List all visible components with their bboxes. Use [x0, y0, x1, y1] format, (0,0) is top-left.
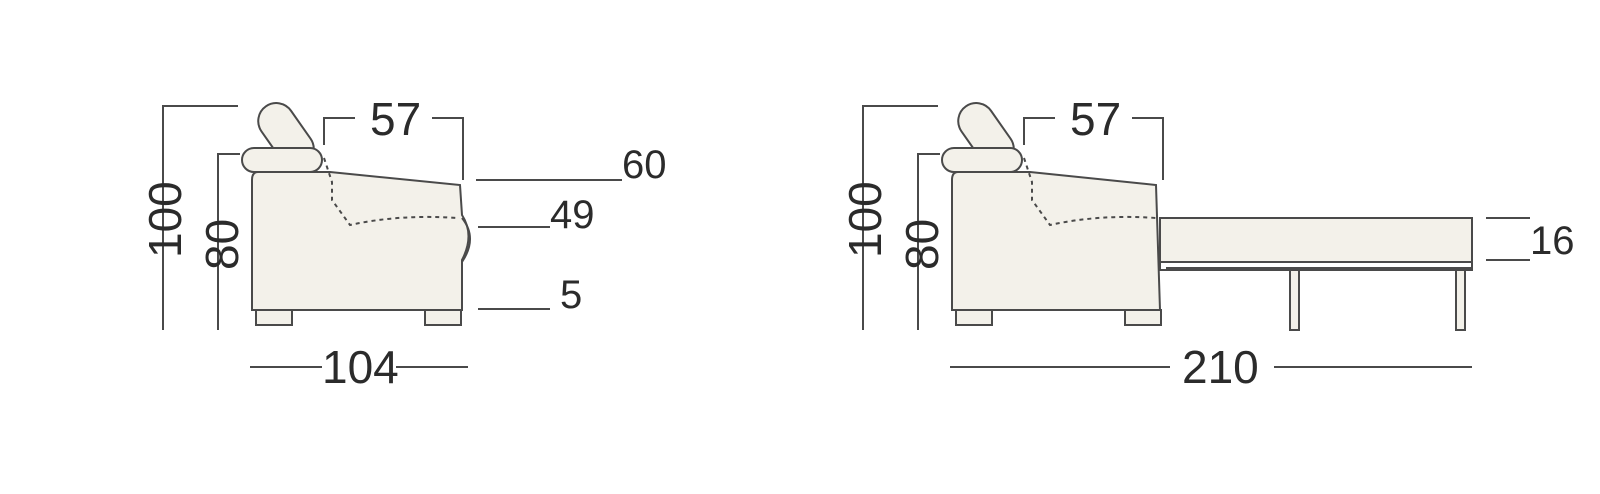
- bed-mattress: [1159, 217, 1473, 263]
- left-dim-60: 60: [622, 143, 667, 187]
- left-dim-49: 49: [550, 193, 595, 237]
- left-armrest: [241, 147, 323, 173]
- right-dim-line-57: [1023, 117, 1164, 180]
- left-sofa-body: [251, 171, 470, 311]
- right-seat-profile: [1023, 157, 1157, 227]
- left-dim-line-100: [162, 105, 238, 330]
- left-dim-line-80: [217, 153, 240, 330]
- right-dim-210: 210: [1182, 341, 1259, 393]
- left-dim-80: 80: [196, 219, 248, 270]
- left-dim-57: 57: [370, 93, 421, 145]
- left-dim-line-57: [323, 117, 464, 180]
- right-dim-line-16: [1486, 217, 1530, 261]
- left-front-cushion: [461, 217, 471, 263]
- bed-leg-1: [1289, 269, 1300, 331]
- right-sofa-body: [951, 171, 1162, 311]
- right-foot-back: [955, 309, 993, 326]
- left-foot-front: [424, 309, 462, 326]
- bed-frame-end: [1159, 262, 1473, 271]
- left-dim-104: 104: [322, 341, 399, 393]
- left-seat-profile: [323, 157, 459, 227]
- bed-leg-2: [1455, 269, 1466, 331]
- right-dim-57: 57: [1070, 93, 1121, 145]
- right-dim-line-80: [917, 153, 940, 330]
- right-dim-line-100: [862, 105, 938, 330]
- left-foot-back: [255, 309, 293, 326]
- right-armrest: [941, 147, 1023, 173]
- left-dim-5: 5: [560, 273, 582, 317]
- right-dim-100: 100: [839, 181, 891, 258]
- right-dim-16: 16: [1530, 219, 1575, 263]
- left-sofa-view: 100 80 57 60 49 5 104: [139, 93, 667, 393]
- right-sofa-bed-view: 100 80 57 16 210: [839, 93, 1575, 393]
- right-foot-front: [1124, 309, 1162, 326]
- right-dim-80: 80: [896, 219, 948, 270]
- left-dim-100: 100: [139, 181, 191, 258]
